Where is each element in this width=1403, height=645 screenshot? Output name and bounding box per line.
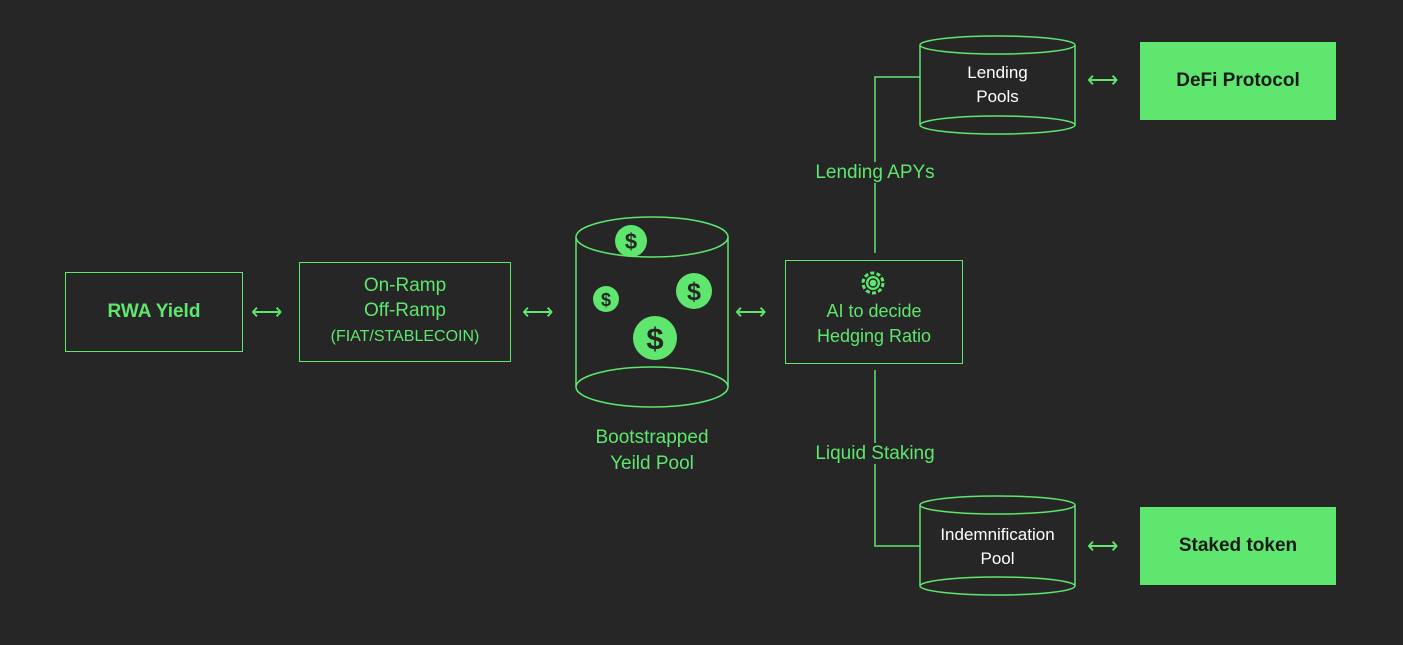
fiat-stablecoin-label: (FIAT/STABLECOIN)	[330, 328, 480, 345]
rwa-yield-box: RWA Yield	[65, 272, 243, 352]
dollar-coin-icon: $	[676, 273, 712, 309]
connector-ai-to-indemnification	[874, 370, 920, 547]
svg-text:$: $	[625, 229, 637, 254]
yield-pool-label-line2: Yeild Pool	[610, 453, 694, 474]
ai-label-line2: Hedging Ratio	[816, 326, 932, 346]
edge-label-liquid-staking: Liquid Staking	[800, 443, 950, 465]
staked-token-box: Staked token	[1140, 507, 1336, 585]
svg-text:$: $	[601, 290, 611, 310]
double-arrow-icon: ⟷	[735, 299, 767, 324]
lending-pools-line1: Lending	[967, 63, 1028, 82]
yield-pool-label: Bootstrapped Yeild Pool	[562, 425, 742, 477]
dollar-coin-icon: $	[615, 225, 647, 257]
double-arrow-icon: ⟷	[1087, 533, 1119, 558]
defi-protocol-label: DeFi Protocol	[1176, 70, 1300, 91]
yield-pool-cylinder	[575, 216, 729, 408]
dollar-coin-icon: $	[633, 316, 677, 360]
edge-label-lending-apys: Lending APYs	[805, 162, 945, 184]
lending-pools-cylinder	[919, 35, 1076, 135]
indemnification-pool-label: Indemnification Pool	[920, 523, 1075, 571]
on-ramp-label: On-Ramp	[363, 275, 447, 296]
gear-chip-icon	[861, 271, 885, 295]
double-arrow-icon: ⟷	[251, 299, 283, 324]
rwa-yield-label: RWA Yield	[107, 301, 201, 322]
dollar-coin-icon: $	[593, 286, 619, 312]
staked-token-label: Staked token	[1178, 535, 1298, 556]
indemnification-pool-cylinder	[919, 495, 1076, 596]
indemnification-line2: Pool	[980, 549, 1015, 568]
yield-pool-label-line1: Bootstrapped	[595, 427, 709, 448]
double-arrow-icon: ⟷	[522, 299, 554, 324]
defi-protocol-box: DeFi Protocol	[1140, 42, 1336, 120]
double-arrow-icon: ⟷	[1087, 67, 1119, 92]
indemnification-line1: Indemnification	[940, 525, 1055, 544]
lending-pools-line2: Pools	[976, 87, 1019, 106]
lending-pools-label: Lending Pools	[920, 61, 1075, 109]
connector-ai-to-lending	[874, 76, 920, 253]
on-ramp-box: On-Ramp Off-Ramp (FIAT/STABLECOIN)	[299, 262, 511, 362]
svg-text:$: $	[646, 321, 663, 356]
svg-text:$: $	[687, 278, 701, 306]
ai-hedging-box: AI to decide Hedging Ratio	[785, 260, 963, 364]
ai-label-line1: AI to decide	[826, 301, 922, 321]
off-ramp-label: Off-Ramp	[363, 300, 446, 321]
